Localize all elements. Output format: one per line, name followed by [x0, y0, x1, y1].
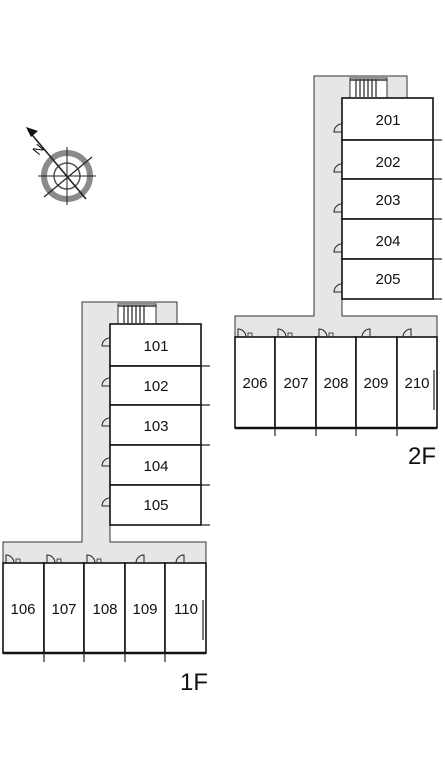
room-109[interactable]: 109 [124, 562, 166, 654]
room-201[interactable]: 201 [341, 97, 434, 141]
room-label: 102 [143, 378, 168, 395]
door-swing-icon [101, 337, 111, 507]
room-label: 106 [10, 601, 35, 618]
room-110[interactable]: 110 [164, 562, 207, 654]
room-108[interactable]: 108 [83, 562, 126, 654]
room-label: 104 [143, 458, 168, 475]
room-label: 108 [92, 601, 117, 618]
room-label: 205 [375, 271, 400, 288]
room-label: 210 [404, 375, 429, 392]
room-label: 201 [375, 112, 400, 129]
room-208[interactable]: 208 [315, 336, 357, 429]
room-label: 209 [363, 375, 388, 392]
room-107[interactable]: 107 [43, 562, 85, 654]
room-203[interactable]: 203 [341, 178, 434, 220]
room-206[interactable]: 206 [234, 336, 276, 429]
room-label: 101 [143, 338, 168, 355]
room-205[interactable]: 205 [341, 258, 434, 300]
floor-2f: 201 202 203 204 205 [234, 75, 442, 470]
room-204[interactable]: 204 [341, 218, 434, 260]
stairs-icon [117, 303, 157, 325]
door-swing-icon [5, 554, 185, 564]
room-104[interactable]: 104 [109, 444, 202, 486]
room-106[interactable]: 106 [2, 562, 45, 654]
floor-1f: 101 102 103 104 105 [2, 301, 210, 696]
floor-label-1f: 1F [180, 669, 208, 696]
room-label: 105 [143, 497, 168, 514]
floor-label-2f: 2F [408, 443, 436, 470]
room-label: 103 [143, 418, 168, 435]
room-207[interactable]: 207 [274, 336, 317, 429]
room-101[interactable]: 101 [109, 323, 202, 367]
room-label: 107 [51, 601, 76, 618]
room-label: 109 [132, 601, 157, 618]
room-label: 202 [375, 154, 400, 171]
room-103[interactable]: 103 [109, 404, 202, 446]
room-label: 206 [242, 375, 267, 392]
room-label: 110 [174, 601, 198, 618]
room-105[interactable]: 105 [109, 484, 202, 526]
room-210[interactable]: 210 [396, 336, 438, 429]
room-209[interactable]: 209 [355, 336, 398, 429]
room-label: 203 [375, 192, 400, 209]
compass-rose-icon: N [26, 127, 96, 205]
svg-text:N: N [29, 141, 47, 158]
stairs-icon [349, 77, 388, 99]
door-swing-icon [333, 123, 343, 293]
door-swing-icon [237, 328, 412, 338]
room-label: 204 [375, 233, 400, 250]
room-202[interactable]: 202 [341, 139, 434, 180]
room-102[interactable]: 102 [109, 365, 202, 406]
room-label: 207 [283, 375, 308, 392]
room-label: 208 [323, 375, 348, 392]
corridor-1f [2, 301, 207, 564]
